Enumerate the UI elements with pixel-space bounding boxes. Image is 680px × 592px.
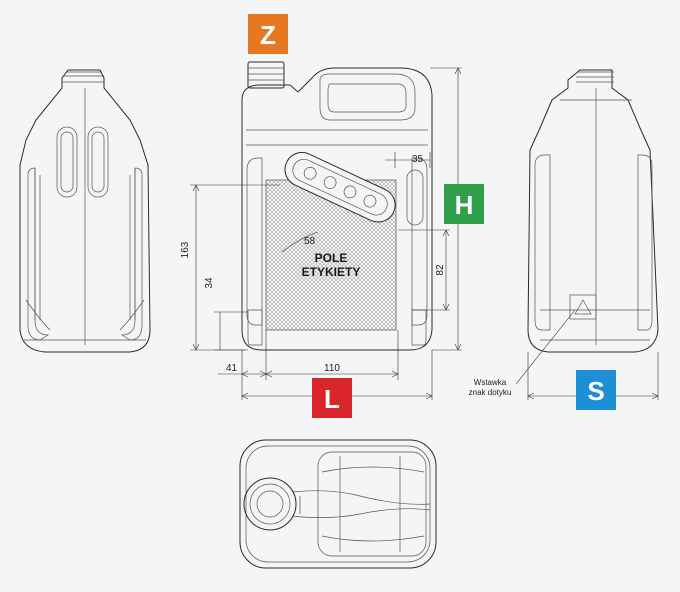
top-handle-detail <box>284 151 396 223</box>
dim-58-label: 58 <box>304 236 316 247</box>
dim-41-label: 41 <box>226 363 238 374</box>
annotation-line2: znak dotyku <box>469 388 512 397</box>
dim-163-label: 163 <box>180 241 191 258</box>
badge-l: L <box>312 378 352 418</box>
badge-z-letter: Z <box>260 20 276 50</box>
cap <box>247 61 285 89</box>
dim-34-label: 34 <box>204 277 215 289</box>
dim-35-label: 35 <box>412 154 424 165</box>
badge-s-letter: S <box>587 376 604 406</box>
annotation-line1: Wstawka <box>474 378 507 387</box>
label-area-title-line1: POLE <box>315 251 348 265</box>
tactile-warning-insert <box>569 294 597 320</box>
front-dimensions: 163 34 82 35 58 41 110 <box>180 67 462 400</box>
left-side-view <box>19 69 151 353</box>
badge-h-letter: H <box>455 190 474 220</box>
dim-82-label: 82 <box>435 264 446 276</box>
right-side-view: Wstawka znak dotyku <box>469 69 659 400</box>
badge-z: Z <box>248 14 288 54</box>
badge-l-background <box>312 378 352 418</box>
badge-s-background <box>576 370 616 410</box>
badge-h: H <box>444 184 484 224</box>
badge-h-background <box>444 184 484 224</box>
top-view-neck <box>243 477 297 531</box>
badge-s: S <box>576 370 616 410</box>
dim-110-label: 110 <box>324 363 340 374</box>
label-area-title-line2: ETYKIETY <box>302 265 361 279</box>
badge-l-letter: L <box>324 384 340 414</box>
top-view <box>239 439 437 569</box>
front-view: POLE ETYKIETY <box>241 61 433 351</box>
badge-z-background <box>248 14 288 54</box>
